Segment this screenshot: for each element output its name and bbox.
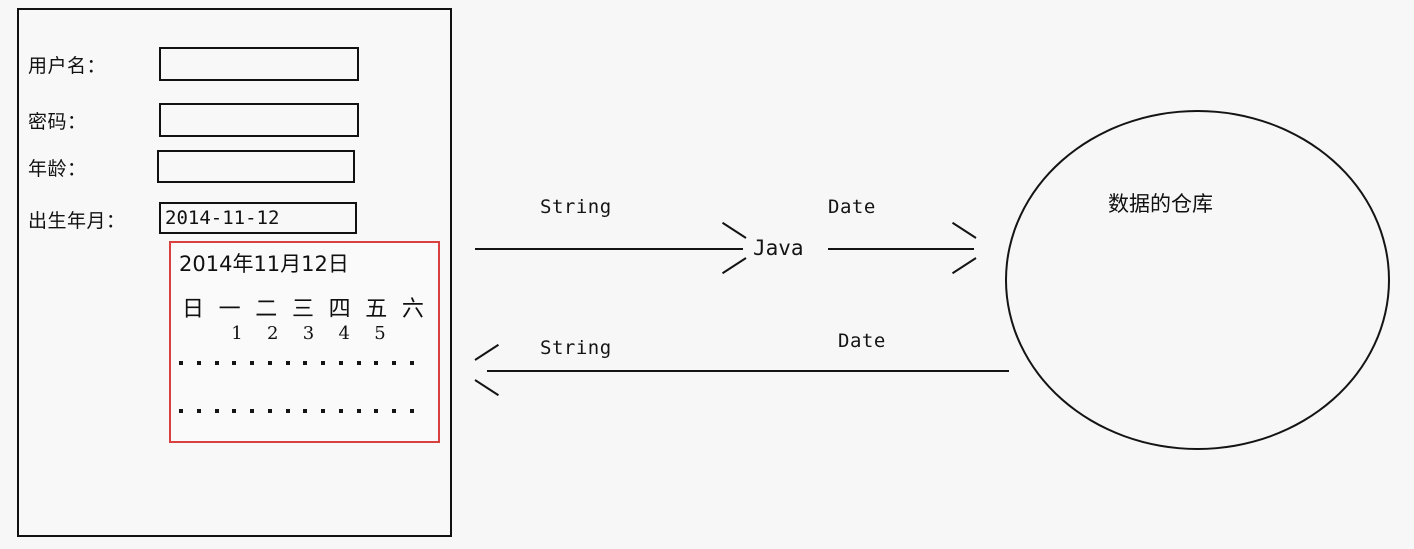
java-node-label: Java <box>753 236 804 260</box>
weekday-thu: 四 <box>328 297 351 322</box>
arrow-form-to-java <box>475 248 743 250</box>
calendar-day[interactable]: 5 <box>374 323 386 344</box>
calendar-placeholder-row <box>179 361 414 365</box>
calendar-weekday-header: 日 一 二 三 四 五 六 <box>178 291 428 323</box>
calendar-day[interactable]: 2 <box>267 323 279 344</box>
calendar-placeholder-dot <box>303 409 308 413</box>
arrow-head-right-icon <box>722 229 748 267</box>
arrow-storage-to-form <box>487 370 1009 372</box>
calendar-popup[interactable]: 2014年11月12日 日 一 二 三 四 五 六 1 2 3 4 5 <box>169 241 440 443</box>
calendar-day[interactable]: 3 <box>302 323 315 344</box>
weekday-sun: 日 <box>181 297 204 322</box>
top-flow-label-string: String <box>540 196 612 218</box>
calendar-placeholder-dot <box>374 361 379 365</box>
username-label: 用户名： <box>28 54 107 77</box>
weekday-mon: 一 <box>218 297 241 322</box>
calendar-placeholder-row <box>179 409 414 413</box>
age-label: 年龄： <box>28 157 87 180</box>
calendar-placeholder-dot <box>179 409 183 413</box>
calendar-placeholder-dot <box>285 409 290 413</box>
calendar-day[interactable]: 4 <box>338 323 350 344</box>
calendar-day[interactable]: 1 <box>231 323 243 344</box>
calendar-placeholder-dot <box>214 361 219 365</box>
birthdate-label: 出生年月： <box>28 209 126 232</box>
username-input[interactable] <box>159 47 359 81</box>
calendar-placeholder-dot <box>303 361 308 365</box>
calendar-placeholder-dot <box>250 361 255 365</box>
calendar-placeholder-dot <box>267 361 272 365</box>
calendar-placeholder-dot <box>232 361 237 365</box>
calendar-placeholder-dot <box>338 361 343 365</box>
calendar-placeholder-dot <box>409 361 414 365</box>
calendar-placeholder-dot <box>196 409 201 413</box>
calendar-placeholder-dot <box>179 361 183 365</box>
calendar-placeholder-dot <box>196 361 201 365</box>
arrow-head-left-icon <box>473 351 499 389</box>
age-input[interactable] <box>157 150 355 183</box>
calendar-placeholder-dot <box>214 409 219 413</box>
arrow-head-right-icon <box>952 229 978 267</box>
weekday-fri: 五 <box>365 297 388 322</box>
calendar-placeholder-dot <box>267 409 272 413</box>
weekday-sat: 六 <box>401 297 424 322</box>
bottom-flow-label-string: String <box>540 337 612 359</box>
registration-form-panel: 用户名： 密码： 年龄： 出生年月： 2014-11-12 2014年11月12… <box>17 8 452 537</box>
calendar-placeholder-dot <box>285 361 290 365</box>
calendar-placeholder-dot <box>232 409 237 413</box>
top-flow-label-date: Date <box>828 196 876 218</box>
weekday-wed: 三 <box>291 297 314 322</box>
arrow-java-to-storage <box>828 248 974 250</box>
calendar-day-row: 1 2 3 4 5 <box>226 323 391 344</box>
calendar-placeholder-dot <box>321 409 326 413</box>
calendar-placeholder-dot <box>409 409 414 413</box>
password-input[interactable] <box>159 103 359 137</box>
password-label: 密码： <box>28 110 87 133</box>
data-storage-label: 数据的仓库 <box>1108 192 1213 216</box>
calendar-placeholder-dot <box>374 409 379 413</box>
calendar-placeholder-dot <box>356 361 361 365</box>
calendar-placeholder-dot <box>356 409 361 413</box>
calendar-placeholder-dot <box>250 409 255 413</box>
calendar-placeholder-dot <box>321 361 326 365</box>
weekday-tue: 二 <box>255 297 278 322</box>
calendar-placeholder-dot <box>392 361 397 365</box>
calendar-placeholder-dot <box>392 409 397 413</box>
birthdate-input[interactable]: 2014-11-12 <box>159 202 357 234</box>
data-storage-circle <box>1005 110 1390 450</box>
calendar-title: 2014年11月12日 <box>179 252 349 276</box>
bottom-flow-label-date: Date <box>838 330 886 352</box>
calendar-placeholder-dot <box>338 409 343 413</box>
